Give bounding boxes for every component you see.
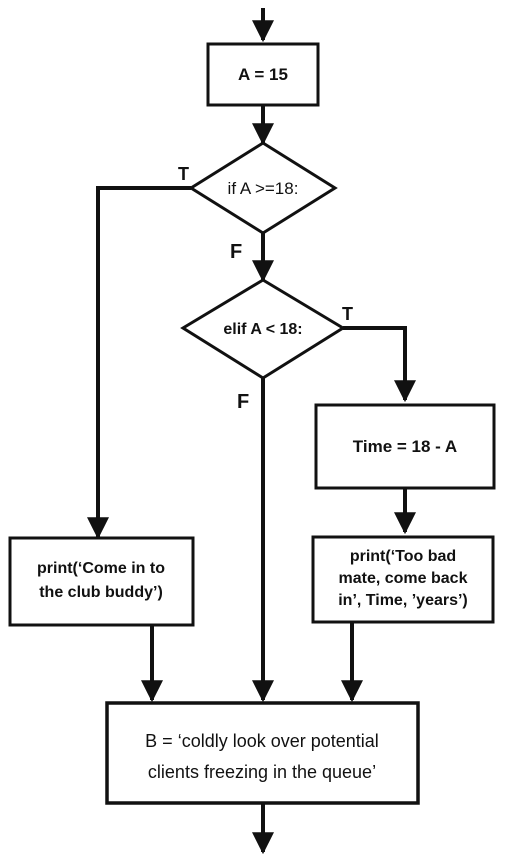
- print-come-in-line-2: the club buddy’): [39, 584, 163, 601]
- print-too-bad-line-2: mate, come back: [339, 570, 468, 587]
- elif-false-label: F: [237, 391, 249, 413]
- if-true-label: T: [178, 164, 189, 184]
- print-come-in-box: [8, 536, 195, 627]
- if-decision-diamond: [188, 141, 338, 235]
- print-too-bad-box: [311, 535, 495, 624]
- print-too-bad-line-3: in’, Time, ’years’): [338, 592, 468, 609]
- final-b-box: [105, 701, 420, 805]
- if-decision-text: if A >=18:: [228, 179, 299, 198]
- elif-true-label: T: [342, 304, 353, 324]
- final-b-line-1: B = ‘coldly look over potential: [145, 731, 379, 751]
- arrow-elif-true: [343, 326, 416, 403]
- print-too-bad-line-1: print(‘Too bad: [350, 548, 456, 565]
- if-false-label: F: [230, 241, 242, 263]
- print-come-in-line-1: print(‘Come in to: [37, 560, 165, 577]
- time-calc-box: [314, 403, 496, 490]
- elif-decision-text: elif A < 18:: [223, 321, 302, 338]
- elif-decision-diamond: [180, 278, 346, 380]
- final-b-line-2: clients freezing in the queue’: [148, 762, 376, 782]
- assign-a-text: A = 15: [238, 65, 288, 84]
- arrow-if-true: [87, 186, 191, 540]
- time-calc-text: Time = 18 - A: [353, 437, 457, 456]
- assign-a-box: [206, 42, 320, 107]
